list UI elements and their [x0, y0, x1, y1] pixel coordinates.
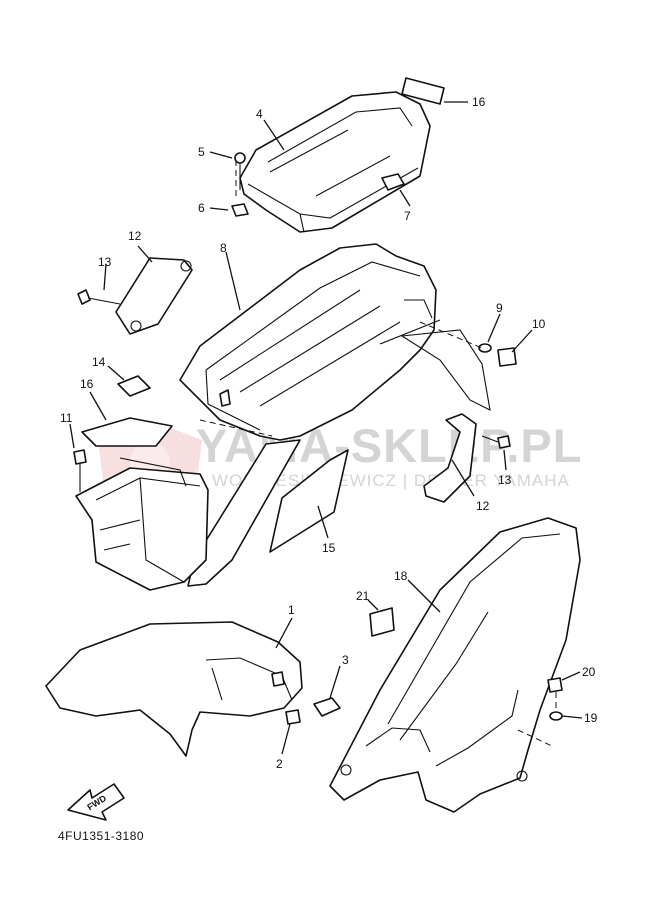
- part-9-washer: [478, 343, 492, 353]
- fwd-arrow: FWD: [67, 783, 125, 821]
- callout-21: 21: [356, 589, 370, 603]
- assembly-dashed-lines: [199, 160, 557, 747]
- part-18-fender: [329, 517, 581, 813]
- part-3-screw: [313, 697, 341, 717]
- part-8-rear-fender: [179, 243, 491, 587]
- part-21-pad: [369, 607, 395, 637]
- leader-lines: [69, 101, 583, 755]
- part-1-front-fender: [45, 621, 303, 757]
- part-4-seat-cowl: [239, 91, 431, 233]
- part-10-bolt: [497, 347, 517, 367]
- callout-17: 16: [472, 95, 486, 109]
- part-12-grab-handle-right: [423, 413, 477, 503]
- part-14-pad: [117, 375, 151, 397]
- callout-12-left: 12: [128, 229, 142, 243]
- callout-16: 16: [80, 377, 94, 391]
- part-19-nut: [549, 711, 563, 721]
- callout-8: 8: [220, 241, 227, 255]
- part-5-bolt: [234, 152, 246, 190]
- callout-6: 6: [198, 201, 205, 215]
- callout-13-left: 13: [98, 255, 112, 269]
- callout-19: 19: [584, 711, 598, 725]
- callout-14: 14: [92, 355, 106, 369]
- part-2-bolt: [285, 709, 301, 725]
- callout-2: 2: [276, 757, 283, 771]
- callout-18: 18: [394, 569, 408, 583]
- callout-20: 20: [582, 665, 596, 679]
- part-12-grab-handle-left: [115, 257, 193, 335]
- part-15-flap: [269, 449, 349, 553]
- part-17-decal: [401, 77, 445, 105]
- callout-15: 15: [322, 541, 336, 555]
- callout-10: 10: [532, 317, 546, 331]
- callout-5: 5: [198, 145, 205, 159]
- callout-labels: 16 4 5 6 7 8 12 13 9 10 14 16 11 12 13 1…: [60, 95, 598, 771]
- callout-9: 9: [496, 301, 503, 315]
- callout-12-right: 12: [476, 499, 490, 513]
- part-7-damper: [381, 173, 405, 191]
- callout-3: 3: [342, 653, 349, 667]
- callout-1: 1: [288, 603, 295, 617]
- callout-11: 11: [60, 411, 73, 425]
- callout-7: 7: [404, 209, 411, 223]
- part-13-bolt-left: [77, 289, 121, 305]
- part-16-cover: [81, 417, 173, 447]
- part-20-bolt: [547, 677, 563, 693]
- callout-4: 4: [256, 107, 263, 121]
- battery-box: [75, 457, 209, 591]
- part-11-bolt: [73, 449, 87, 492]
- part-13-bolt-right: [481, 435, 511, 449]
- diagram-code: 4FU1351-3180: [58, 829, 144, 843]
- part-6-nut: [231, 203, 249, 217]
- callout-13-right: 13: [498, 473, 512, 487]
